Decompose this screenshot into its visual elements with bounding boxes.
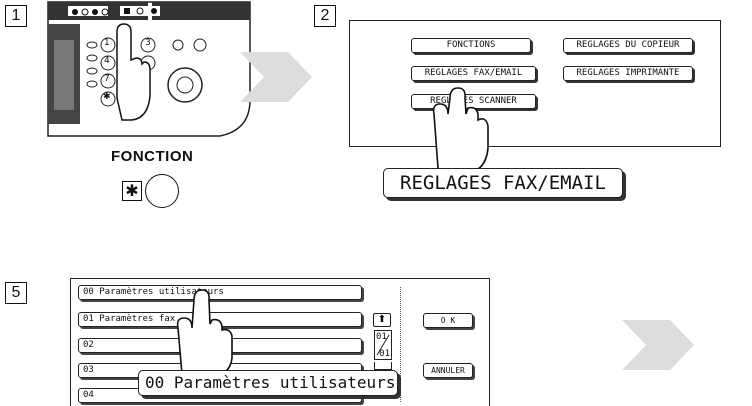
page-indicator: 01 01 — [374, 330, 392, 360]
keypad-digit-3: 3 — [145, 38, 151, 48]
hand-pointer-icon — [420, 68, 500, 182]
asterisk-key-icon: ✱ — [122, 181, 142, 201]
next-step-arrow-icon — [240, 52, 312, 106]
annuler-button[interactable]: ANNULER — [423, 363, 473, 378]
hand-pointer-icon — [168, 288, 238, 382]
step-number-5: 5 — [5, 282, 27, 304]
next-step-arrow-icon — [622, 320, 694, 374]
selected-parametres-utilisateurs-label: 00 Paramètres utilisateurs — [138, 370, 398, 396]
scroll-down-stub[interactable] — [374, 362, 392, 370]
selected-fax-email-label: REGLAGES FAX/EMAIL — [383, 168, 623, 198]
step-number-2: 2 — [314, 5, 336, 27]
panel-divider — [400, 287, 401, 402]
fonction-round-button[interactable] — [145, 174, 179, 208]
fonction-button-label: FONCTION — [111, 148, 193, 165]
reglages-imprimante-button[interactable]: REGLAGES IMPRIMANTE — [563, 66, 693, 81]
keypad-digit-1: 1 — [104, 38, 110, 48]
reglages-copieur-button[interactable]: REGLAGES DU COPIEUR — [563, 38, 693, 53]
scroll-up-icon[interactable]: ⬆ — [373, 313, 391, 327]
keypad-digit-7: 7 — [104, 74, 110, 84]
page-indicator-total: 01 — [379, 349, 390, 359]
fonctions-button[interactable]: FONCTIONS — [411, 38, 531, 53]
ok-button[interactable]: O K — [423, 313, 473, 328]
control-panel-illustration — [40, 0, 255, 140]
step-number-1: 1 — [5, 5, 27, 27]
keypad-digit-star: ✱ — [103, 92, 111, 102]
keypad-digit-4: 4 — [104, 56, 110, 66]
